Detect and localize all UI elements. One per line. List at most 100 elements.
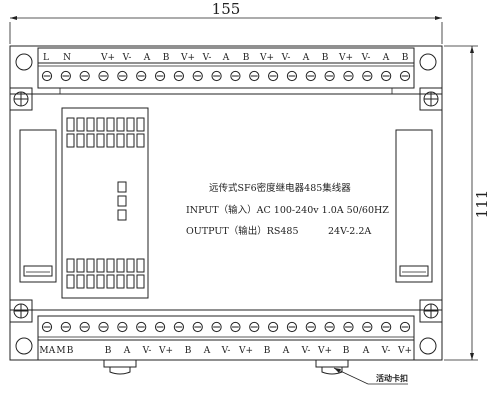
top-terminal-screw	[362, 70, 373, 82]
vent-slot	[86, 133, 95, 148]
bottom-terminal-label: V+	[397, 346, 412, 356]
output-spec: OUTPUT（输出）RS485	[186, 225, 299, 237]
bottom-terminal-label: B	[343, 346, 350, 356]
bottom-terminal-screw	[192, 321, 203, 333]
top-terminal-screw	[399, 70, 411, 82]
left-clip-slot	[19, 129, 57, 283]
vent-slot	[106, 274, 115, 289]
top-terminal-label: V-	[361, 53, 371, 63]
bottom-clip-left	[103, 359, 137, 375]
bottom-terminal-label: M	[39, 346, 48, 356]
bottom-terminal-screw	[117, 321, 128, 333]
housing-outline	[9, 45, 443, 361]
bottom-terminal-screw	[381, 321, 392, 333]
height-dimension-label: 111	[473, 190, 491, 219]
vent-slot	[96, 133, 105, 148]
top-terminal-screw	[79, 70, 90, 82]
bottom-terminal-screw	[399, 321, 411, 333]
vent-slot	[136, 117, 145, 132]
bottom-terminal-label: A	[123, 346, 131, 356]
top-terminal-label: A	[222, 53, 230, 63]
bottom-terminal-label: V-	[381, 346, 391, 356]
top-terminal-screw	[60, 70, 71, 82]
vent-slot	[106, 133, 115, 148]
bottom-terminal-screw	[362, 321, 373, 333]
width-dimension-label: 155	[212, 0, 241, 18]
bottom-terminal-screw	[79, 321, 90, 333]
top-terminal-label: B	[243, 53, 250, 63]
cross-screw-right-top	[419, 87, 443, 111]
cross-screw-left-bottom	[9, 299, 33, 323]
vent-slot	[66, 133, 75, 148]
bottom-terminal-screw	[230, 321, 241, 333]
bottom-terminal-screw	[286, 321, 298, 333]
top-terminal-screw	[305, 70, 316, 82]
vent-slot	[86, 258, 95, 273]
bottom-terminal-screw	[268, 321, 279, 333]
top-terminal-label: V+	[100, 53, 115, 63]
vent-slot	[76, 117, 85, 132]
vent-slot	[116, 274, 125, 289]
cross-screw-right-bottom	[419, 299, 443, 323]
vent-slot	[96, 274, 105, 289]
top-terminal-label: V+	[338, 53, 353, 63]
device-title: 远传式SF6密度继电器485集线器	[209, 182, 351, 194]
top-terminal-screw	[286, 70, 298, 82]
bottom-terminal-screw	[136, 321, 147, 333]
bottom-terminal-label: A	[282, 346, 290, 356]
vent-slot	[76, 133, 85, 148]
cross-screw-left-top	[9, 87, 33, 111]
vent-slot	[96, 117, 105, 132]
top-terminal-label: B	[163, 53, 170, 63]
bottom-terminal-label: B	[105, 346, 112, 356]
bottom-terminal-label: A	[203, 346, 211, 356]
vent-slot	[96, 258, 105, 273]
top-terminal-label: V-	[281, 53, 291, 63]
bottom-terminal-screw	[98, 321, 109, 333]
vent-slot	[126, 274, 135, 289]
bottom-terminal-label: V-	[221, 346, 231, 356]
top-terminal-screw	[324, 70, 335, 82]
bottom-terminal-label: B	[185, 346, 192, 356]
bottom-terminal-label: V+	[158, 346, 173, 356]
right-clip-slot	[395, 129, 433, 283]
bottom-terminal-screw	[173, 321, 184, 333]
vent-slot	[126, 133, 135, 148]
vent-slot	[106, 117, 115, 132]
bottom-terminal-screw	[305, 321, 316, 333]
bottom-terminal-screw	[60, 321, 71, 333]
vent-slot	[116, 258, 125, 273]
height-dimension: 111	[444, 45, 491, 361]
top-terminal-screw	[136, 70, 147, 82]
bottom-terminal-screw	[41, 321, 53, 333]
top-terminal-label: B	[402, 53, 409, 63]
vent-slot	[116, 133, 125, 148]
top-terminal-screw	[117, 70, 128, 82]
callout-label: 活动卡扣	[376, 373, 408, 383]
bottom-terminal-label: B	[264, 346, 271, 356]
top-terminal-screw	[268, 70, 279, 82]
vent-slot	[76, 274, 85, 289]
top-terminal-label: V+	[259, 53, 274, 63]
top-terminal-screw	[343, 70, 354, 82]
top-terminal-label: A	[302, 53, 310, 63]
bottom-terminal-label: B	[67, 346, 74, 356]
bottom-terminal-label: V+	[238, 346, 253, 356]
vent-slot	[66, 258, 75, 273]
bottom-terminal-label: A	[48, 346, 56, 356]
vent-slot	[126, 258, 135, 273]
vent-slot	[136, 258, 145, 273]
vent-slot	[66, 117, 75, 132]
mounting-hole-top-right	[419, 53, 437, 71]
vent-slot	[86, 117, 95, 132]
vent-slot	[136, 133, 145, 148]
mounting-hole-bottom-left	[15, 337, 33, 355]
top-terminal-screw	[249, 70, 260, 82]
vent-slot	[66, 274, 75, 289]
vent-slot	[126, 117, 135, 132]
top-terminal-screw	[154, 70, 166, 82]
vent-grille	[61, 107, 149, 299]
top-terminal-label: V+	[180, 53, 195, 63]
